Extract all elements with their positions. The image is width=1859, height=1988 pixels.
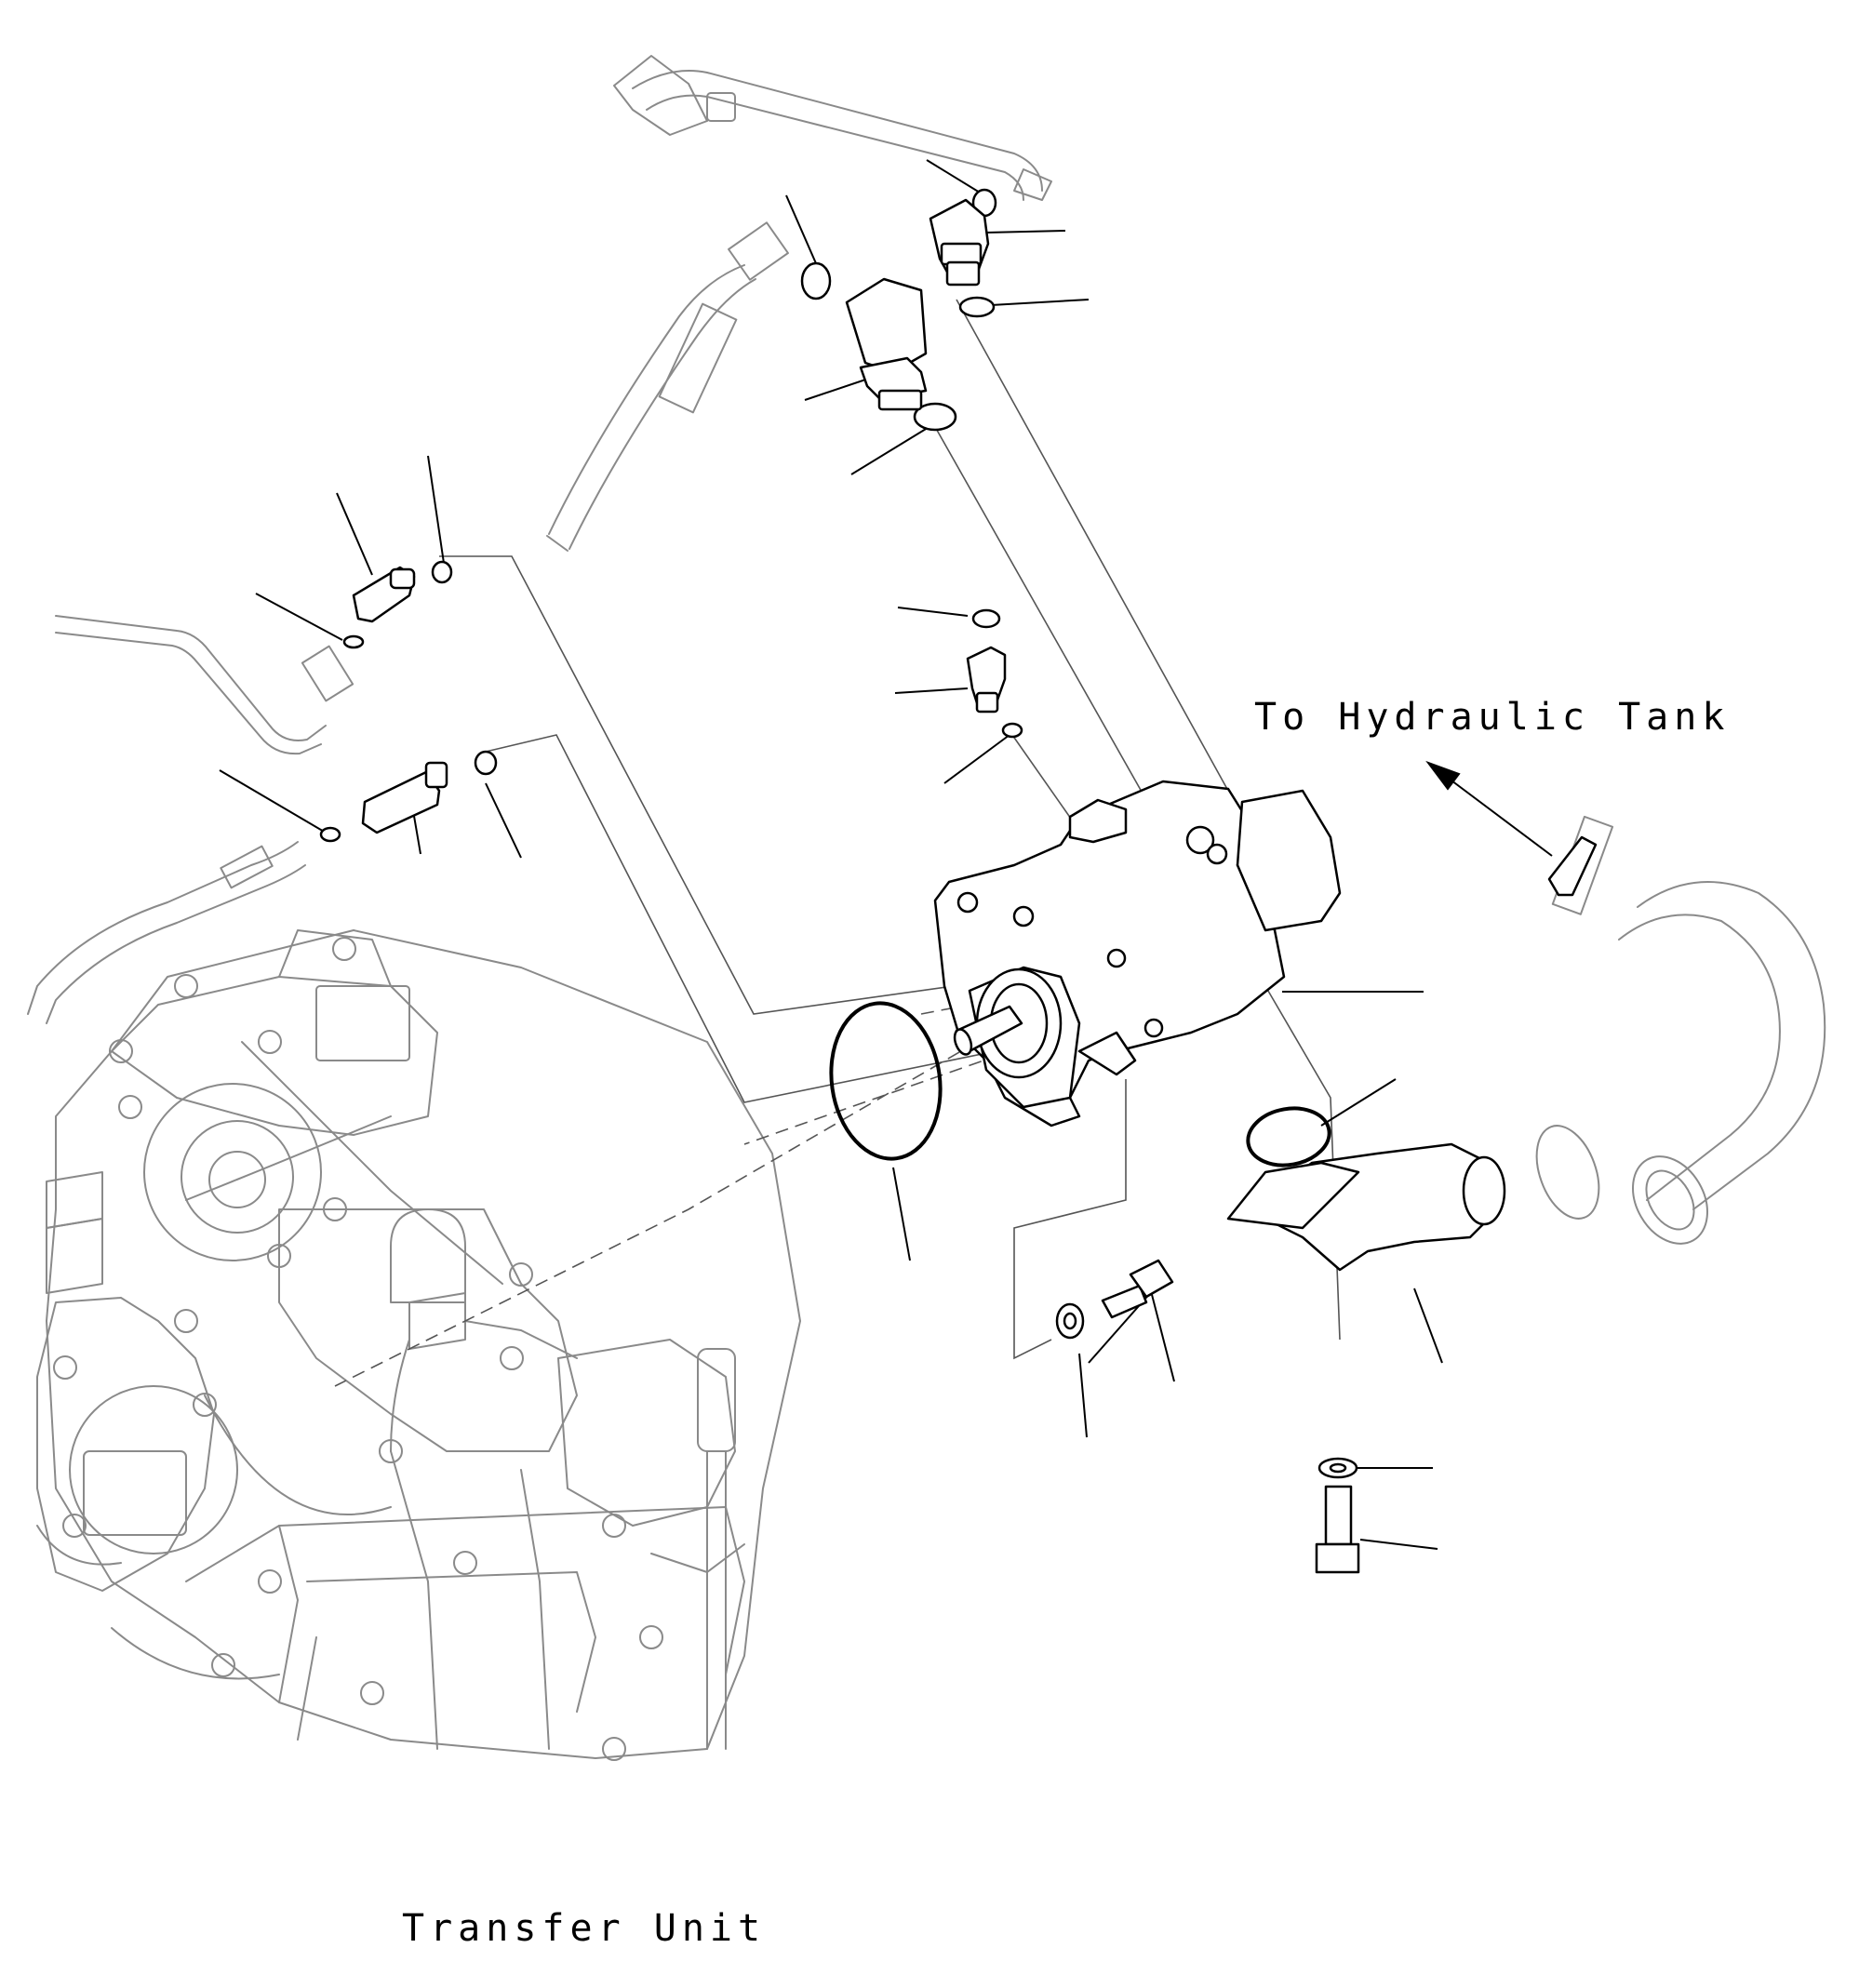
upper-hose-assembly	[546, 55, 1052, 552]
to-hydraulic-tank-label: To Hydraulic Tank	[1254, 696, 1731, 739]
o-rings	[319, 188, 1331, 1167]
tank-hose	[1535, 815, 1826, 1245]
fittings	[352, 198, 1598, 897]
to-tank-arrow	[1425, 760, 1553, 857]
transfer-unit-label: Transfer Unit	[402, 1907, 767, 1950]
transfer-unit-housing	[27, 615, 801, 1761]
hardware	[1055, 1259, 1360, 1574]
elbow-pipe	[1226, 1142, 1506, 1272]
hydraulic-pump	[933, 780, 1342, 1127]
